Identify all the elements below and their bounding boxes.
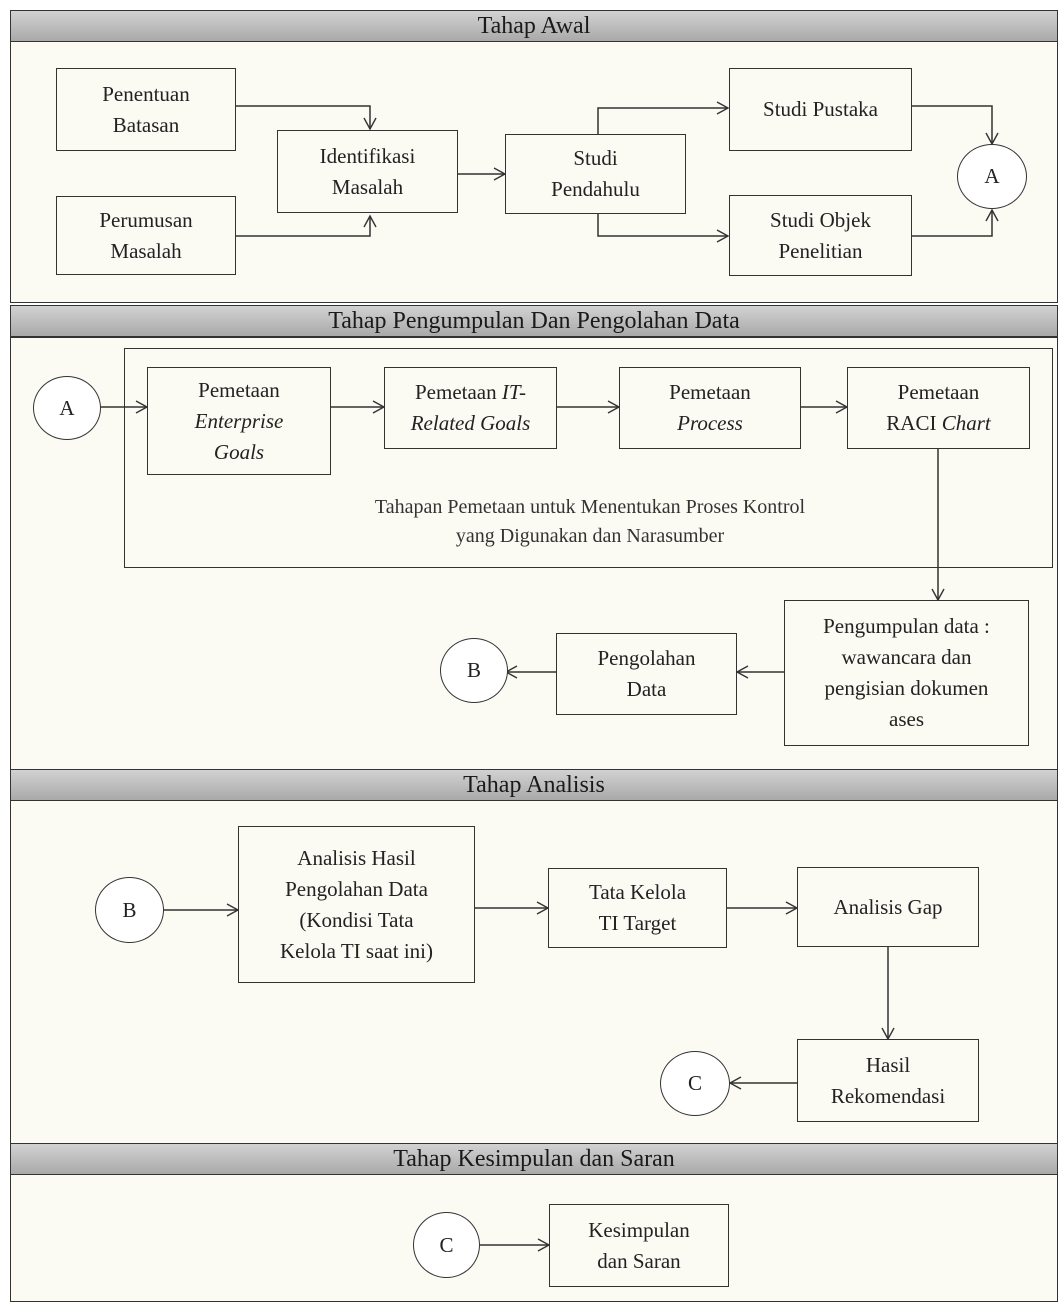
panel-tahap-kesimpulan (10, 1174, 1058, 1302)
node-studi-pendahulu: Studi Pendahulu (505, 134, 686, 214)
node-pemetaan-it-related-goals: Pemetaan IT- Related Goals (384, 367, 557, 449)
connector-b-in: B (95, 877, 164, 943)
node-perumusan-masalah: Perumusan Masalah (56, 196, 236, 275)
arrow-perumusan-to-identifikasi (236, 214, 377, 237)
node-pemetaan-process: Pemetaan Process (619, 367, 801, 449)
node-analisis-gap: Analisis Gap (797, 867, 979, 947)
node-tata-kelola-ti-target: Tata Kelola TI Target (548, 868, 727, 948)
node-analisis-hasil-pengolahan: Analisis Hasil Pengolahan Data (Kondisi … (238, 826, 475, 983)
node-pemetaan-raci-chart: Pemetaan RACI Chart (847, 367, 1030, 449)
section-header-tahap-awal: Tahap Awal (10, 10, 1058, 42)
connector-a-in: A (33, 376, 101, 440)
connector-c-in: C (413, 1212, 480, 1278)
arrow-studi-pendahulu-to-objek (597, 214, 730, 243)
node-studi-pustaka: Studi Pustaka (729, 68, 912, 151)
arrow-pustaka-to-a (912, 105, 999, 146)
node-pengumpulan-data: Pengumpulan data : wawancara dan pengisi… (784, 600, 1029, 746)
node-penentuan-batasan: Penentuan Batasan (56, 68, 236, 151)
node-pengolahan-data: Pengolahan Data (556, 633, 737, 715)
arrow-objek-to-a (912, 208, 999, 237)
node-identifikasi-masalah: Identifikasi Masalah (277, 130, 458, 213)
section-header-tahap-pengumpulan: Tahap Pengumpulan Dan Pengolahan Data (10, 305, 1058, 337)
arrow-penentuan-to-identifikasi (236, 105, 377, 131)
node-pemetaan-enterprise-goals: Pemetaan Enterprise Goals (147, 367, 331, 475)
node-kesimpulan-dan-saran: Kesimpulan dan Saran (549, 1204, 729, 1287)
connector-a-out: A (957, 144, 1027, 209)
node-hasil-rekomendasi: Hasil Rekomendasi (797, 1039, 979, 1122)
section-header-tahap-kesimpulan: Tahap Kesimpulan dan Saran (10, 1143, 1058, 1175)
node-studi-objek-penelitian: Studi Objek Penelitian (729, 195, 912, 276)
connector-b-out: B (440, 638, 508, 703)
mapping-stage-note: Tahapan Pemetaan untuk Menentukan Proses… (374, 496, 806, 547)
arrow-studi-pendahulu-to-pustaka (597, 101, 730, 134)
section-header-tahap-analisis: Tahap Analisis (10, 769, 1058, 801)
mapping-group-frame (124, 348, 1053, 568)
connector-c-out: C (660, 1051, 730, 1116)
